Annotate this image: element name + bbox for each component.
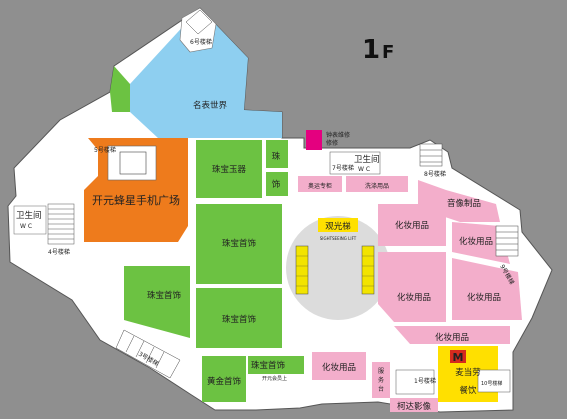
label-cos-5: 化妆用品 <box>435 332 469 343</box>
store-cos-5[interactable] <box>394 326 510 344</box>
escalator-left <box>295 245 309 295</box>
stair-10-block <box>477 369 511 393</box>
mcdonalds-logo <box>450 350 466 363</box>
store-jewelry-small-3[interactable] <box>290 356 304 374</box>
svg-text:M: M <box>453 351 464 364</box>
wc-top-block <box>329 151 381 175</box>
stair-5-inner <box>119 151 147 175</box>
store-cos-2[interactable] <box>378 252 446 322</box>
store-magenta <box>306 130 322 150</box>
store-jewelry-bc[interactable] <box>248 356 290 374</box>
store-sports[interactable] <box>298 176 342 192</box>
label-service-2: 务 <box>378 376 384 384</box>
label-elev-7: 7号楼梯 <box>332 164 354 172</box>
store-jewelry-small-1[interactable] <box>266 140 288 168</box>
store-cos-1[interactable] <box>378 204 446 246</box>
label-vip: 开元会员上 <box>262 375 287 382</box>
stair-3-hatch <box>115 329 181 379</box>
label-elev-8: 8号楼梯 <box>424 170 446 178</box>
store-jewelry-small-2[interactable] <box>266 172 288 196</box>
store-watches[interactable] <box>130 8 282 138</box>
label-elev-10: 10号楼梯 <box>481 380 502 387</box>
label-mcd-sub: 餐饮 <box>459 385 477 396</box>
stair-9-hatch <box>495 225 519 257</box>
stair-6-hatch <box>185 9 213 35</box>
label-cos-4: 化妆用品 <box>459 236 493 247</box>
wc-left-block <box>13 205 47 235</box>
label-kodak: 柯达影像 <box>397 401 432 412</box>
label-service-1: 服 <box>378 368 384 375</box>
label-mobile: 开元蜂星手机广场 <box>92 193 180 207</box>
label-sports: 奥运专柜 <box>308 182 332 190</box>
label-clinic: 钟表维修 <box>326 131 350 139</box>
floor-suffix: F <box>382 42 394 63</box>
store-green-corner <box>110 66 130 112</box>
store-gold[interactable] <box>202 356 246 402</box>
label-sightseeing: 观光梯 <box>325 221 351 232</box>
stair-1-block <box>395 369 435 395</box>
store-jade[interactable] <box>196 140 262 198</box>
store-wash[interactable] <box>346 176 408 192</box>
store-cos-3[interactable] <box>452 258 522 320</box>
label-elev-5: 5号楼梯 <box>94 146 116 154</box>
label-jewelry-small-1: 珠 <box>272 151 281 162</box>
label-av: 音像制品 <box>447 198 481 209</box>
label-elev-1: 1号楼梯 <box>414 377 436 385</box>
store-jewelry-c[interactable] <box>196 288 282 348</box>
store-jewelry-tl[interactable] <box>196 204 282 284</box>
service-desk[interactable] <box>372 362 390 398</box>
label-cos-1: 化妆用品 <box>395 220 429 231</box>
label-cos-6: 化妆用品 <box>322 362 356 373</box>
label-elev-4: 4号楼梯 <box>48 248 70 256</box>
label-wc-1-en: W C <box>20 223 32 230</box>
label-cos-2: 化妆用品 <box>397 292 431 303</box>
label-wc-1: 卫生间 <box>16 210 42 221</box>
store-cos-4[interactable] <box>452 222 510 264</box>
label-elev-6: 6号楼梯 <box>190 38 212 46</box>
label-mcdonalds: 麦当劳 <box>455 367 481 378</box>
label-sightseeing-en: SIGHTSEEING LIFT <box>320 236 357 241</box>
label-jewelry-small-2: 饰 <box>272 179 281 190</box>
store-kodak[interactable] <box>390 398 438 412</box>
label-jewelry-tl: 珠宝首饰 <box>222 238 257 249</box>
label-jewelry-c: 珠宝首饰 <box>222 314 257 325</box>
label-gold: 黄金首饰 <box>207 376 242 387</box>
label-clinic2: 修修 <box>326 139 338 147</box>
label-jewelry-bc: 珠宝首饰 <box>251 360 286 371</box>
stair-8-hatch <box>419 143 443 167</box>
stair-4-hatch <box>47 203 75 245</box>
floor-number: 1 <box>362 35 380 65</box>
label-wash: 洗涤用品 <box>365 182 389 190</box>
label-wc-2: 卫生间 <box>354 154 380 165</box>
store-cos-6[interactable] <box>312 352 366 380</box>
label-service-3: 台 <box>378 385 384 393</box>
label-wc-2-en: W C <box>358 166 370 173</box>
store-jewelry-ml[interactable] <box>124 266 190 338</box>
sightseeing-label-box <box>318 218 358 232</box>
label-cos-3: 化妆用品 <box>467 292 501 303</box>
label-jade: 珠宝玉器 <box>212 164 247 175</box>
label-watches: 名表世界 <box>193 100 228 111</box>
escalator-right <box>361 245 375 295</box>
label-jewelry-ml: 珠宝首饰 <box>147 290 182 301</box>
